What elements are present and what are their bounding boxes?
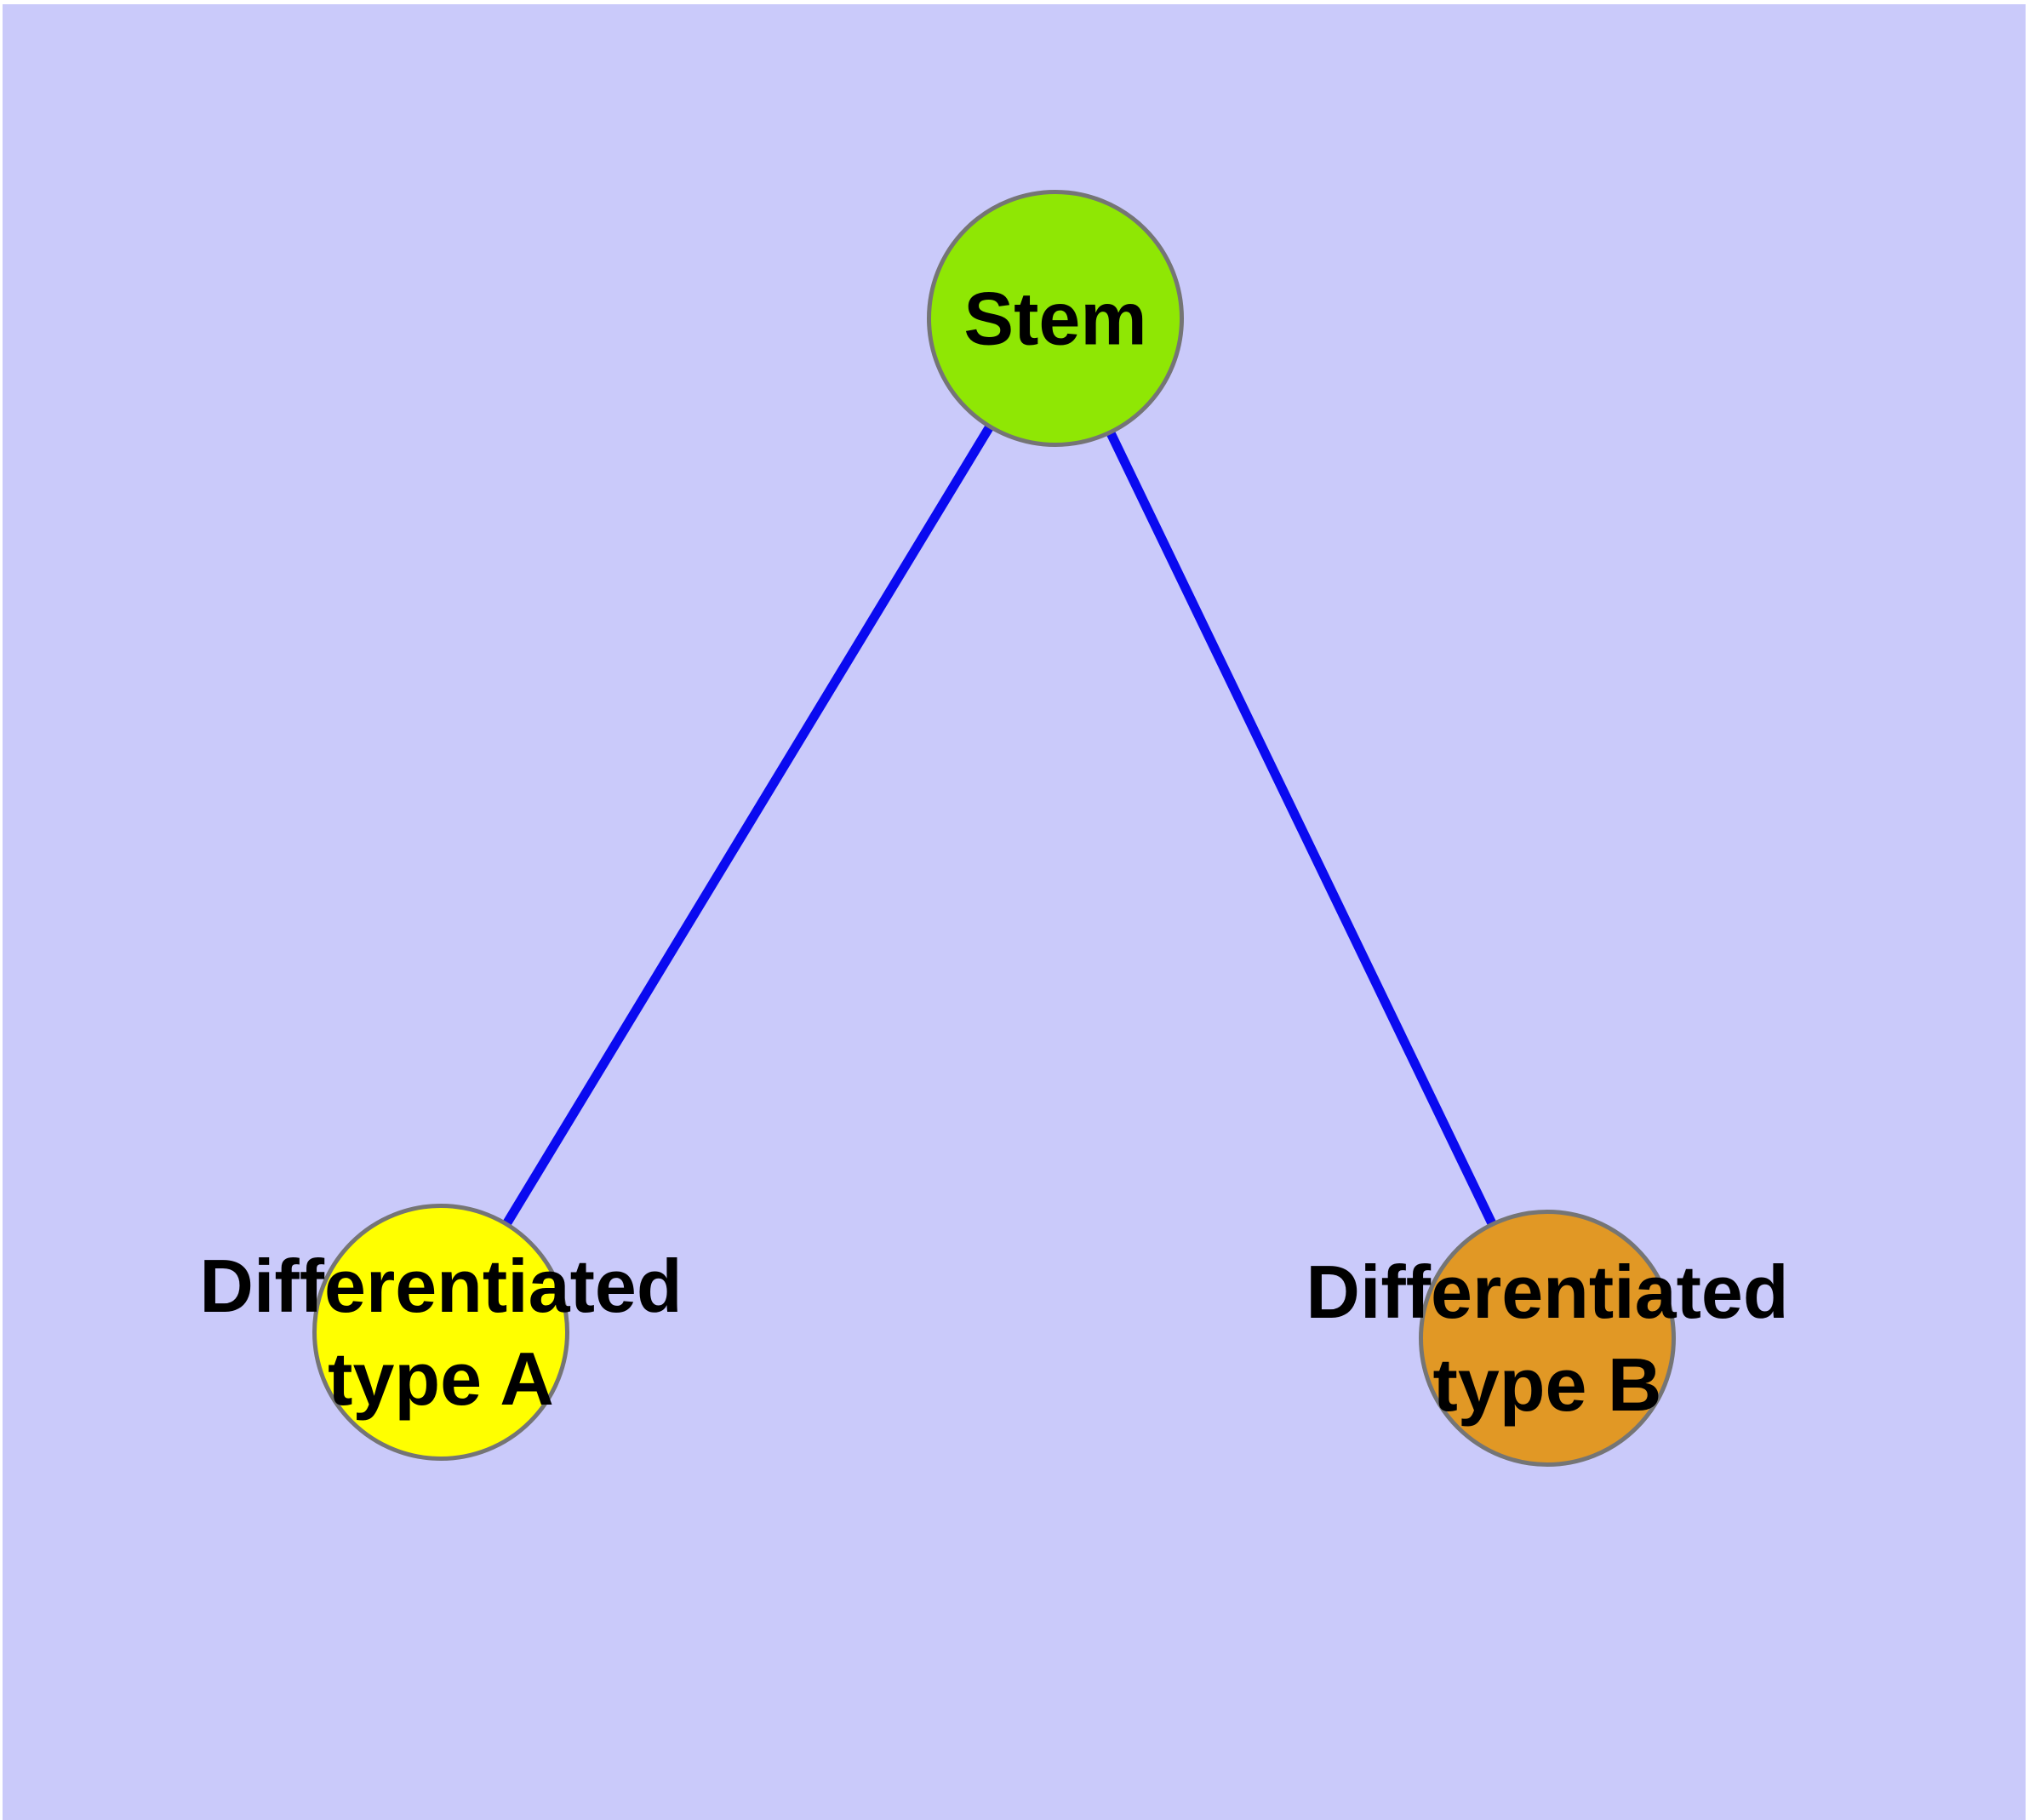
node-stem-label: Stem (963, 276, 1147, 361)
node-differentiated-type-a (312, 1204, 569, 1461)
node-stem (927, 190, 1184, 447)
node-differentiated-type-b (1419, 1210, 1676, 1467)
node-differentiated-type-b-label: Differentiated type B (1306, 1249, 1789, 1427)
edge-stem-to-type-a (437, 316, 1060, 1335)
node-differentiated-type-a-label: Differentiated type A (199, 1243, 683, 1421)
edge-stem-to-type-b (1051, 316, 1552, 1341)
